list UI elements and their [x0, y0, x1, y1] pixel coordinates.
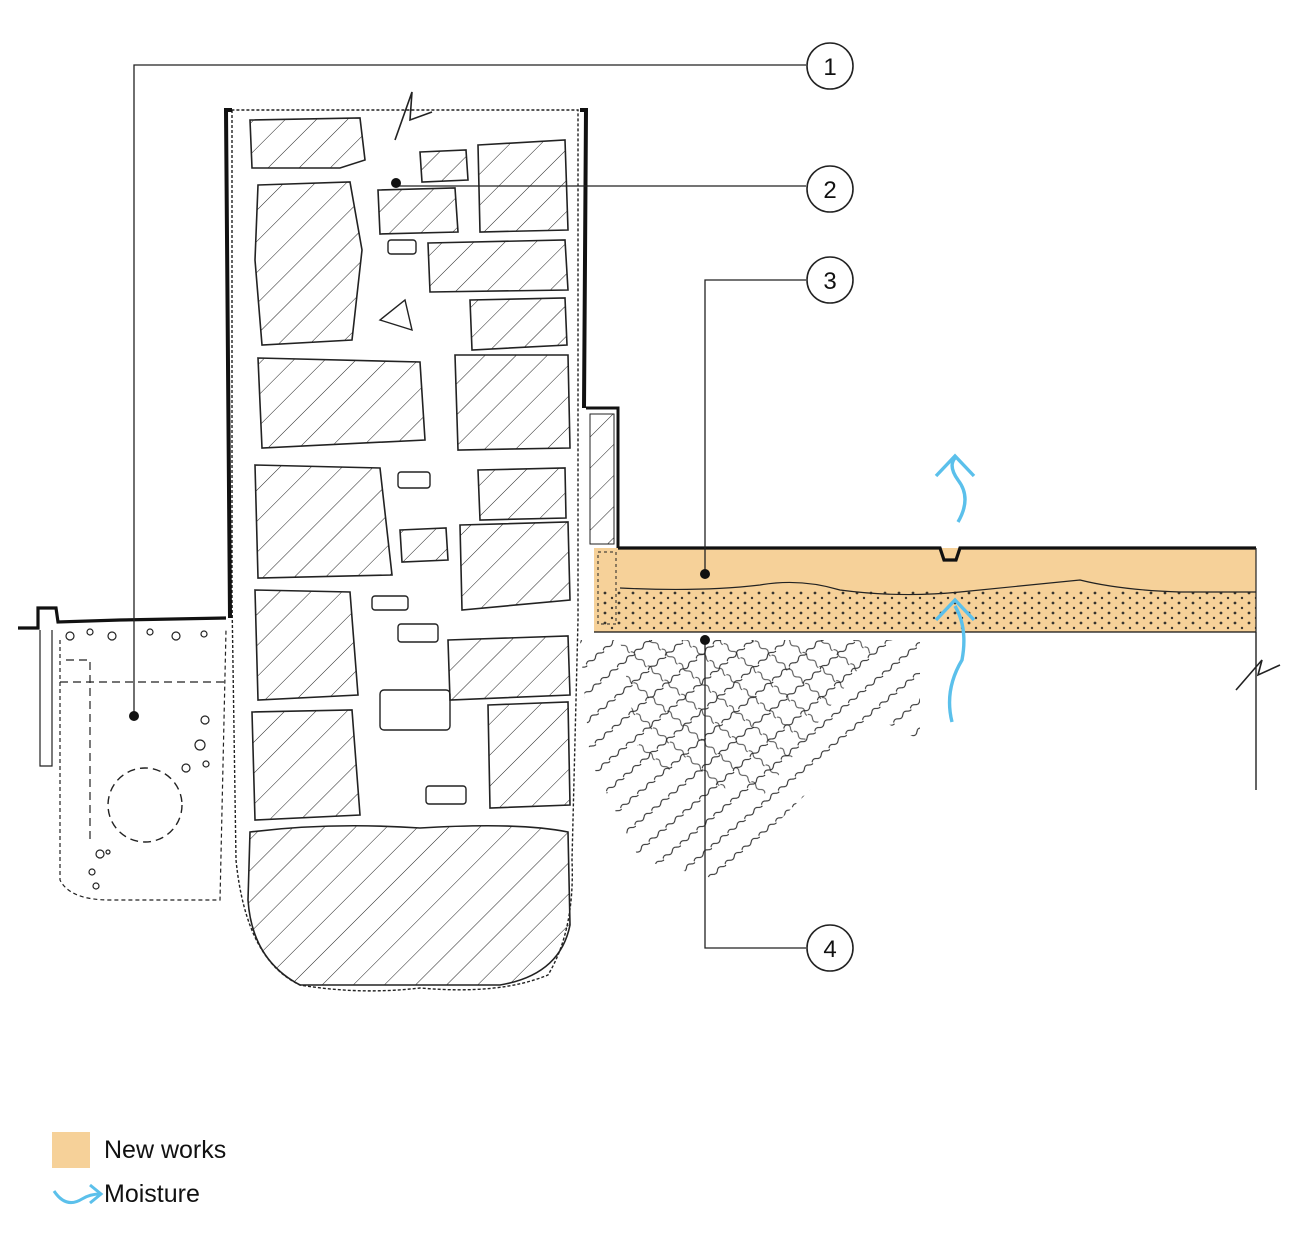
new-floor-slab [594, 546, 1257, 633]
legend: New works Moisture [52, 1128, 226, 1216]
external-drain [18, 606, 227, 901]
leader-dots [129, 178, 710, 721]
callout-3: 3 [806, 256, 854, 304]
callout-4: 4 [806, 924, 854, 972]
skirting [586, 406, 620, 548]
callout-2: 2 [806, 165, 854, 213]
legend-item-new-works: New works [52, 1128, 226, 1172]
callout-3-label: 3 [823, 268, 836, 295]
legend-item-moisture: Moisture [52, 1172, 226, 1216]
subsoil [580, 640, 920, 880]
stone-wall [223, 91, 589, 992]
moisture-arrow-upper [934, 453, 976, 523]
moisture-arrow-lower [934, 597, 976, 723]
leader-lines [133, 64, 806, 949]
callout-1-label: 1 [823, 54, 836, 81]
legend-label-new-works: New works [104, 1135, 227, 1164]
curved-arrow-icon [52, 1183, 104, 1205]
new-works-swatch [52, 1132, 90, 1168]
callout-2-label: 2 [823, 177, 836, 204]
callout-4-label: 4 [823, 936, 836, 963]
callout-1: 1 [806, 42, 854, 90]
legend-label-moisture: Moisture [104, 1179, 200, 1208]
